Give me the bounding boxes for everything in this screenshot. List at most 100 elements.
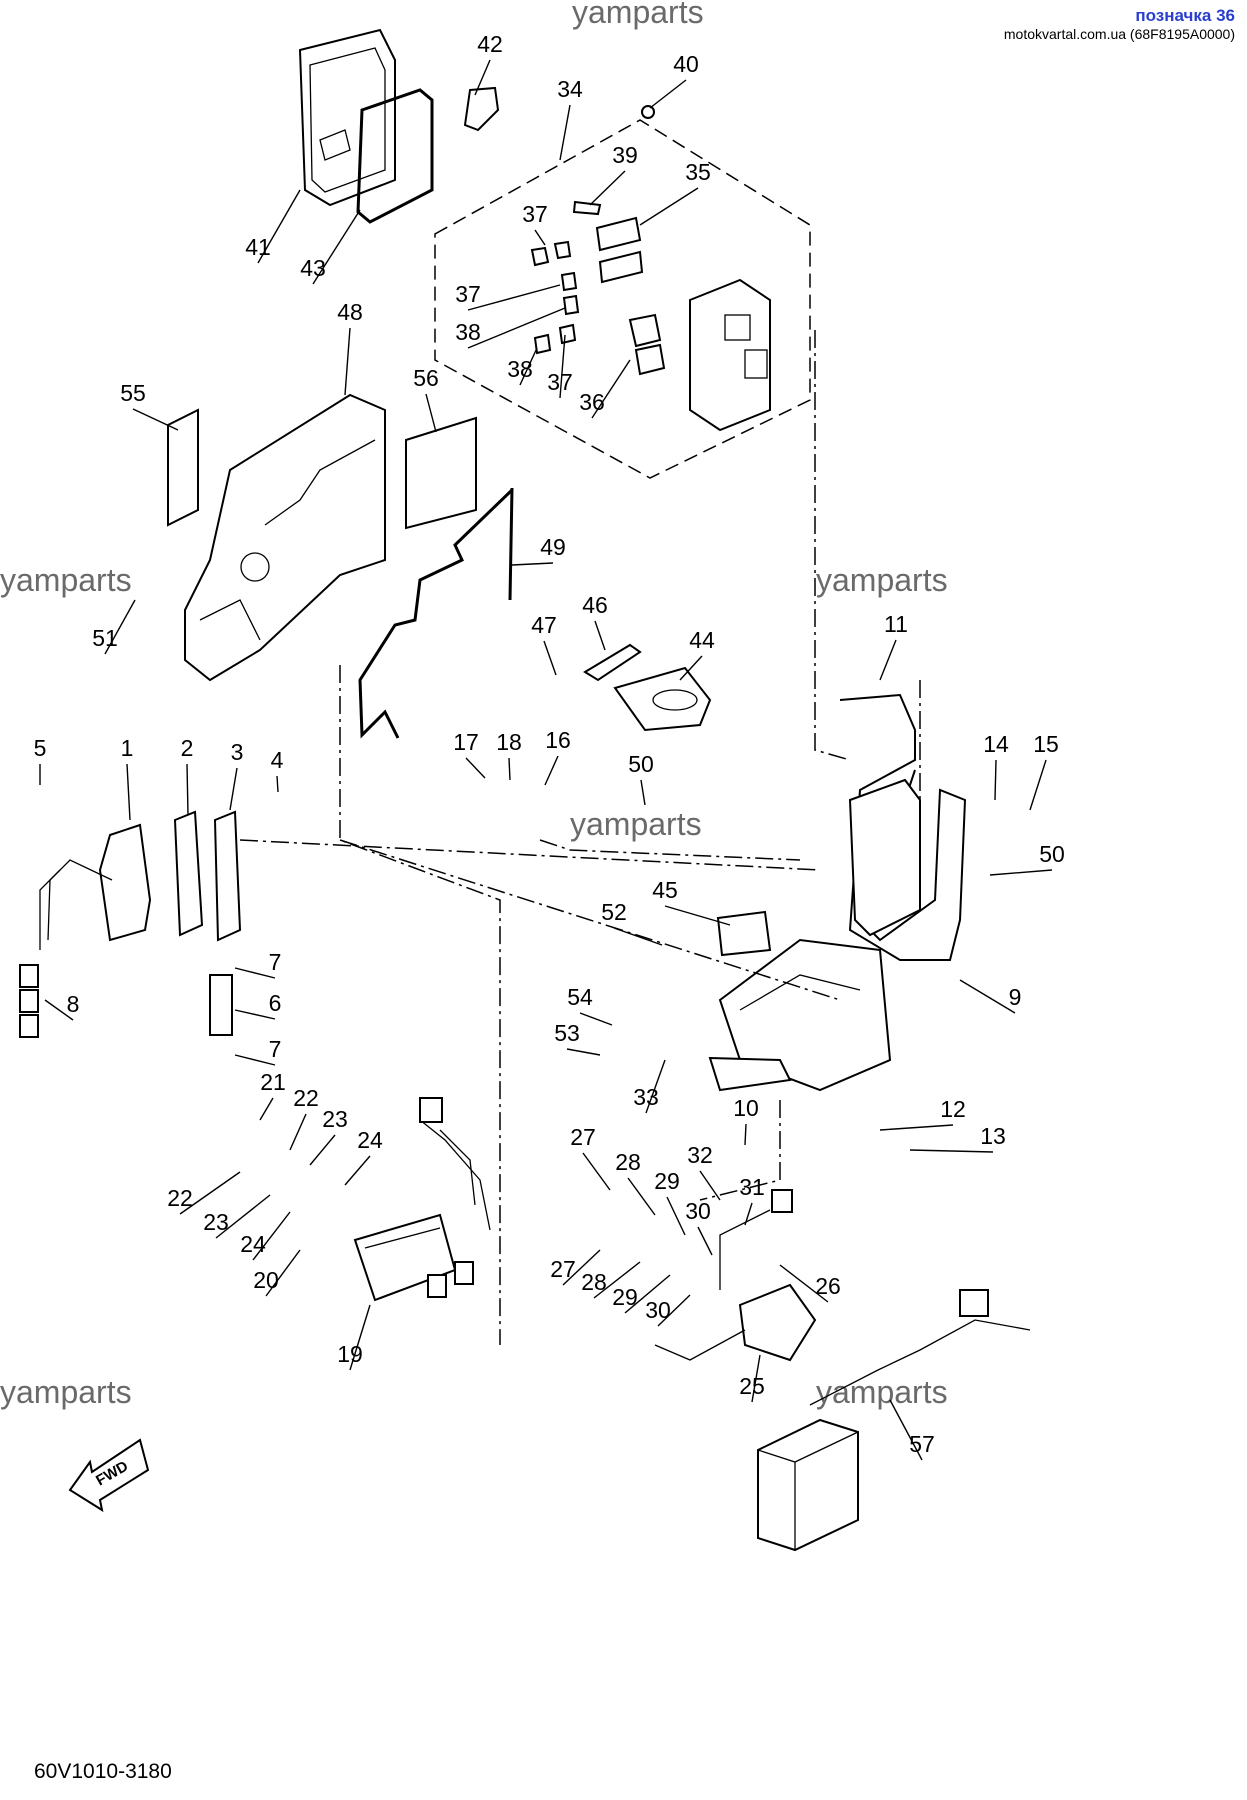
leader-line [465, 757, 486, 779]
leader-line [179, 1171, 241, 1215]
leader-line [664, 905, 731, 926]
leader-line [627, 1177, 656, 1216]
callout-32: 32 [687, 1142, 713, 1168]
callout-3: 3 [231, 739, 244, 765]
centerline [339, 665, 501, 1345]
leader-line [591, 359, 631, 419]
centerline [699, 1100, 781, 1201]
callout-6: 6 [269, 990, 282, 1016]
leader-line [994, 759, 997, 801]
leader-line [276, 775, 279, 793]
callout-40: 40 [673, 51, 699, 77]
callout-25: 25 [739, 1373, 765, 1399]
fwd-arrow: FWD [68, 1438, 150, 1513]
leader-line [640, 779, 646, 806]
leader-line [508, 757, 511, 781]
leader-line [559, 334, 566, 399]
callout-8: 8 [67, 991, 80, 1017]
holder-44 [613, 666, 712, 732]
callout-11: 11 [884, 611, 908, 637]
centerline [539, 839, 801, 861]
callout-13: 13 [980, 1123, 1006, 1149]
leader-line [534, 229, 546, 246]
leader-line [544, 755, 559, 786]
leader-line [582, 1152, 611, 1191]
source-label: motokvartal.com.ua (68F8195A0000) [1003, 26, 1235, 42]
leader-line [252, 1211, 291, 1261]
leader-line [779, 1264, 829, 1303]
leader-line [679, 655, 703, 681]
centerline [239, 839, 821, 871]
callout-12: 12 [940, 1096, 966, 1122]
callout-43: 43 [300, 255, 326, 281]
callout-50: 50 [628, 751, 654, 777]
watermark: yamparts [0, 562, 132, 598]
callout-10: 10 [733, 1095, 759, 1121]
callout-9: 9 [1009, 984, 1022, 1010]
callout-28: 28 [615, 1149, 641, 1175]
leader-line [312, 209, 361, 285]
leader-line [889, 1399, 923, 1461]
bracket-48 [184, 393, 386, 682]
leader-line [744, 1123, 747, 1146]
wire-49 [358, 487, 514, 739]
leader-line [649, 79, 687, 109]
leader-line [645, 1059, 666, 1114]
callout-53: 53 [554, 1020, 580, 1046]
callout-37: 37 [455, 281, 481, 307]
centerline [339, 839, 841, 1001]
callout-38: 38 [455, 319, 481, 345]
callout-29: 29 [654, 1168, 680, 1194]
leader-line [344, 327, 351, 396]
plate-55 [167, 408, 199, 527]
leader-line [639, 187, 699, 226]
clip-42 [463, 86, 500, 132]
callout-49: 49 [540, 534, 566, 560]
callout-55: 55 [120, 380, 146, 406]
callout-20: 20 [253, 1267, 279, 1293]
leader-line [879, 639, 897, 681]
callout-27: 27 [550, 1256, 576, 1282]
callout-42: 42 [477, 31, 503, 57]
callout-14: 14 [983, 731, 1009, 757]
leader-line [666, 1196, 686, 1236]
leader-line [104, 599, 136, 655]
leader-line [309, 1134, 336, 1166]
callout-22: 22 [293, 1085, 319, 1111]
leader-line [344, 1155, 371, 1186]
callout-44: 44 [689, 627, 715, 653]
callout-19: 19 [337, 1341, 363, 1367]
leader-line [613, 927, 663, 946]
label-56 [405, 416, 477, 530]
leader-line [467, 307, 566, 349]
leader-line [289, 1113, 307, 1151]
callout-39: 39 [612, 142, 638, 168]
callout-30: 30 [645, 1297, 671, 1323]
callout-4: 4 [271, 747, 284, 773]
leader-line [186, 763, 189, 816]
watermark: yamparts [816, 562, 948, 598]
callout-22: 22 [167, 1185, 193, 1211]
leader-line [744, 1202, 753, 1226]
bracket-9 [708, 693, 967, 1092]
leader-line [234, 1054, 276, 1066]
watermark: yamparts [816, 1374, 948, 1410]
leader-line [879, 1124, 954, 1131]
leader-line [579, 1012, 613, 1026]
leader-line [425, 393, 437, 433]
leader-line [132, 408, 179, 431]
leader-line [959, 979, 1016, 1014]
leader-line [589, 170, 626, 206]
leader-line [259, 1097, 274, 1121]
callout-47: 47 [531, 612, 557, 638]
drawing-code: 60V1010-3180 [34, 1760, 172, 1783]
callout-38: 38 [507, 356, 533, 382]
leader-line [909, 1149, 994, 1153]
centerline [814, 330, 851, 761]
leader-line [349, 1304, 371, 1371]
ignition-coil-assembly [19, 810, 242, 1038]
leader-line [697, 1226, 713, 1256]
leader-line [511, 562, 554, 566]
callout-34: 34 [557, 76, 583, 102]
